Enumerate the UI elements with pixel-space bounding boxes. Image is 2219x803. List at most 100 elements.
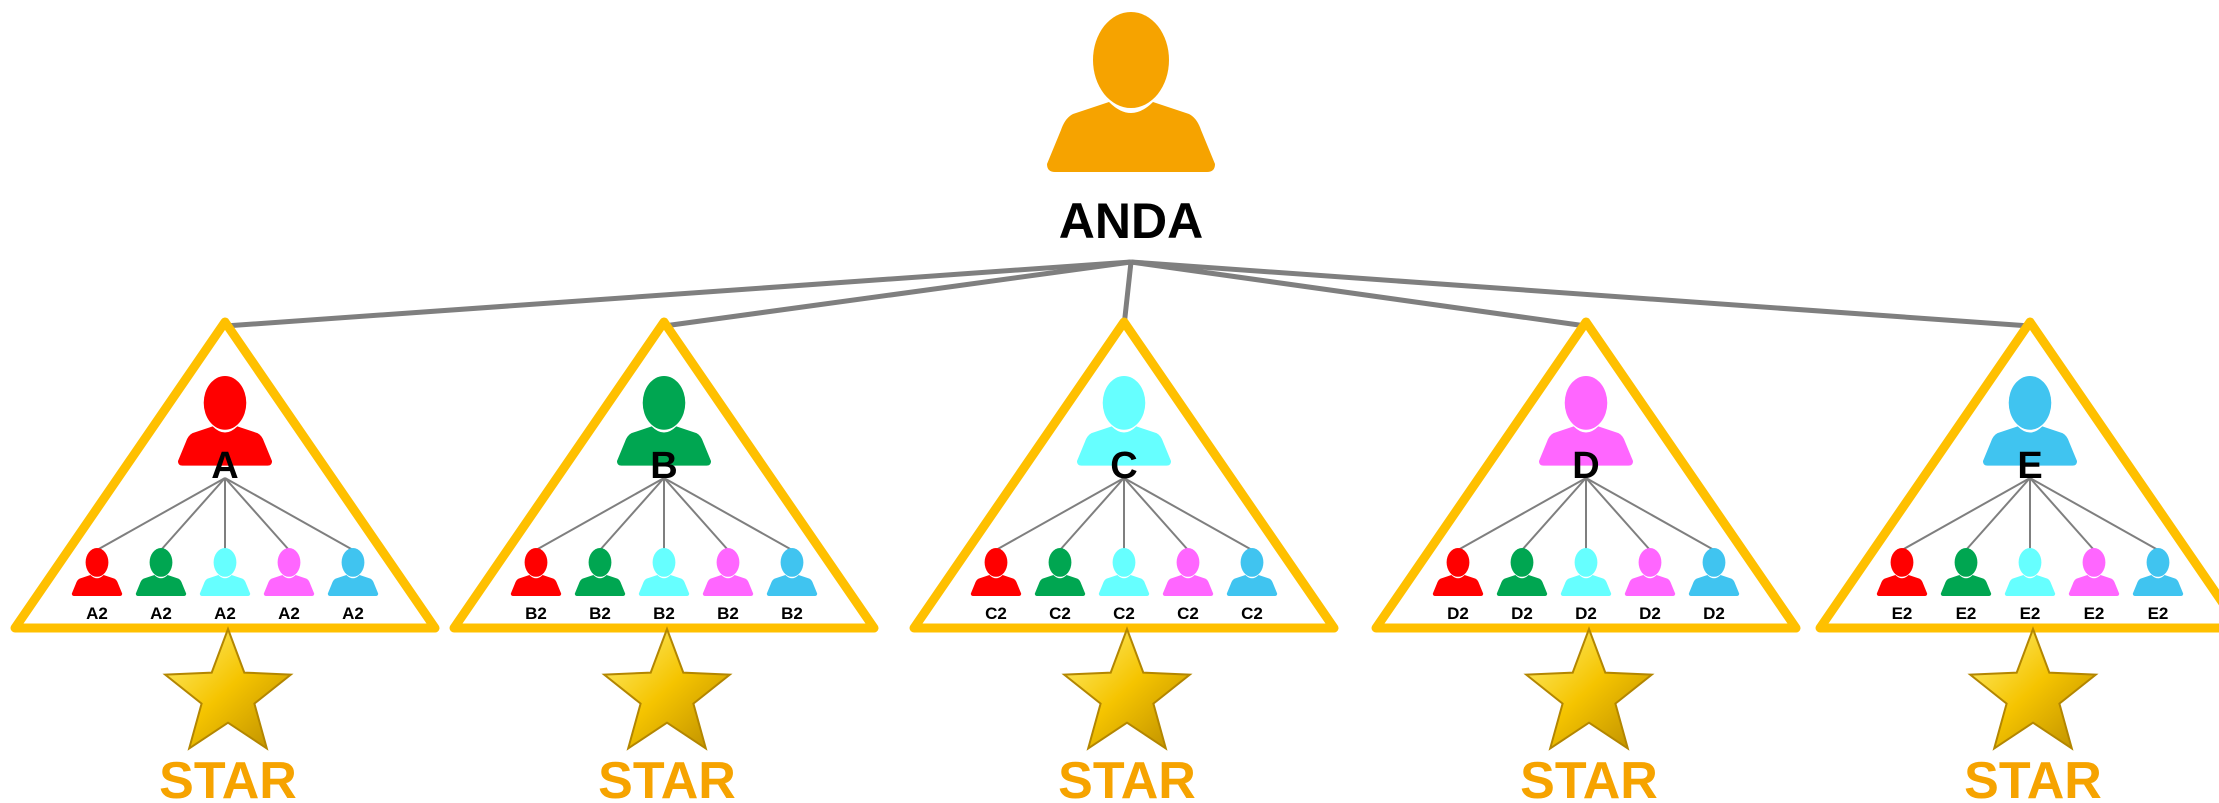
- leader-person-icon: [1982, 376, 2078, 466]
- leader-person-icon: [1538, 376, 1634, 466]
- member-branch-line: [2029, 477, 2159, 551]
- member-person-icon: [1940, 548, 1992, 596]
- member-label: D2: [1703, 604, 1725, 623]
- member-person-icon: [1876, 548, 1928, 596]
- member-branch-line: [224, 477, 354, 551]
- member-label: A2: [278, 604, 300, 623]
- member-label: B2: [653, 604, 675, 623]
- star-label: STAR: [1058, 752, 1196, 803]
- member-label: D2: [1639, 604, 1661, 623]
- connector-line-d: [1130, 259, 1587, 329]
- connector-lines: [224, 259, 2031, 329]
- member-branch-line: [663, 477, 729, 551]
- connector-line-e: [1130, 259, 2031, 329]
- member-label: A2: [342, 604, 364, 623]
- member-person-icon: [327, 548, 379, 596]
- member-label: C2: [985, 604, 1007, 623]
- member-label: E2: [2020, 604, 2041, 623]
- star-icon: [162, 626, 294, 751]
- root-person-silhouette: [1047, 12, 1215, 172]
- member-branch-line: [1059, 477, 1125, 551]
- member-person-icon: [1034, 548, 1086, 596]
- member-branch-line: [160, 477, 226, 551]
- member-label: C2: [1113, 604, 1135, 623]
- member-person-icon: [263, 548, 315, 596]
- member-person-icon: [1098, 548, 1150, 596]
- member-label: C2: [1241, 604, 1263, 623]
- star-icon: [601, 626, 733, 751]
- member-branch-line: [2029, 477, 2095, 551]
- member-label: B2: [525, 604, 547, 623]
- star-label: STAR: [1964, 752, 2102, 803]
- member-branch-line: [1965, 477, 2031, 551]
- member-person-icon: [199, 548, 251, 596]
- member-person-icon: [702, 548, 754, 596]
- member-branch-line: [1585, 477, 1651, 551]
- member-branch-line: [1901, 477, 2031, 551]
- root-node: ANDA: [1047, 12, 1215, 249]
- member-label: E2: [1892, 604, 1913, 623]
- member-label: C2: [1177, 604, 1199, 623]
- member-label: A2: [214, 604, 236, 623]
- member-person-icon: [135, 548, 187, 596]
- star-label: STAR: [159, 752, 297, 803]
- member-person-icon: [510, 548, 562, 596]
- leader-person-icon: [1076, 376, 1172, 466]
- connector-line-a: [224, 259, 1132, 329]
- member-person-icon: [1496, 548, 1548, 596]
- member-person-icon: [2132, 548, 2184, 596]
- leader-person-icon: [177, 376, 273, 466]
- member-branch-line: [995, 477, 1125, 551]
- member-label: E2: [2084, 604, 2105, 623]
- group-triangle: [449, 317, 879, 633]
- member-branch-line: [1521, 477, 1587, 551]
- leader-label: E: [2017, 445, 2042, 487]
- member-label: A2: [86, 604, 108, 623]
- member-label: D2: [1447, 604, 1469, 623]
- member-person-icon: [1624, 548, 1676, 596]
- member-branch-line: [1457, 477, 1587, 551]
- member-label: B2: [589, 604, 611, 623]
- root-label: ANDA: [1059, 193, 1203, 249]
- member-branch-line: [535, 477, 665, 551]
- star-icon: [1523, 626, 1655, 751]
- member-branch-line: [1123, 477, 1189, 551]
- leader-person-icon: [616, 376, 712, 466]
- group-triangle: [1371, 317, 1801, 633]
- member-branch-line: [663, 477, 793, 551]
- member-branch-line: [1123, 477, 1253, 551]
- member-person-icon: [2068, 548, 2120, 596]
- member-person-icon: [574, 548, 626, 596]
- leader-label: B: [650, 445, 677, 487]
- member-branch-line: [224, 477, 290, 551]
- member-person-icon: [1162, 548, 1214, 596]
- member-branch-line: [1585, 477, 1715, 551]
- member-person-icon: [1560, 548, 1612, 596]
- group-triangle: [1815, 317, 2219, 633]
- member-label: E2: [2148, 604, 2169, 623]
- star-icon: [1967, 626, 2099, 751]
- member-branch-line: [96, 477, 226, 551]
- star-label: STAR: [1520, 752, 1658, 803]
- member-person-icon: [2004, 548, 2056, 596]
- member-person-icon: [71, 548, 123, 596]
- connector-line-c: [1121, 261, 1134, 327]
- star-label: STAR: [598, 752, 736, 803]
- group-triangle: [909, 317, 1339, 633]
- leader-label: A: [211, 445, 238, 487]
- member-label: B2: [717, 604, 739, 623]
- member-person-icon: [766, 548, 818, 596]
- member-person-icon: [638, 548, 690, 596]
- member-person-icon: [1432, 548, 1484, 596]
- leader-label: D: [1572, 445, 1599, 487]
- member-person-icon: [1688, 548, 1740, 596]
- member-branch-line: [599, 477, 665, 551]
